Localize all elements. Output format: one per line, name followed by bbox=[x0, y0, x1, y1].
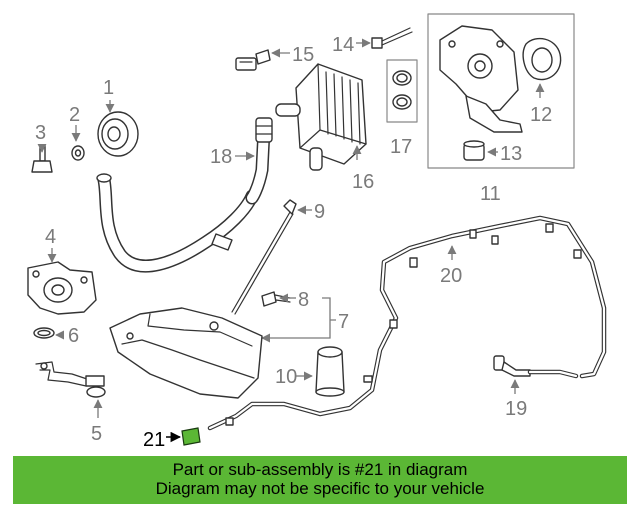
callout-14: 14 bbox=[332, 34, 354, 56]
callout-4: 4 bbox=[45, 226, 56, 248]
part-8-bolt[interactable] bbox=[261, 291, 291, 307]
callout-11: 11 bbox=[480, 183, 501, 205]
banner-line-2: Diagram may not be specific to your vehi… bbox=[155, 479, 485, 498]
part-1-pulley[interactable] bbox=[97, 111, 139, 157]
part-6-gasket[interactable] bbox=[33, 327, 55, 339]
exploded-parts-diagram: 1 2 3 4 6 5 bbox=[27, 13, 607, 451]
part-13-thermostat[interactable] bbox=[463, 140, 485, 161]
part-19-sensor[interactable] bbox=[493, 355, 579, 379]
part-14-bolt[interactable] bbox=[371, 27, 413, 49]
callout-21: 21 bbox=[143, 429, 165, 451]
callout-12: 12 bbox=[530, 104, 552, 126]
callout-15: 15 bbox=[292, 44, 314, 66]
callout-5: 5 bbox=[91, 423, 102, 445]
callout-10: 10 bbox=[275, 366, 297, 388]
callout-8: 8 bbox=[298, 289, 309, 311]
part-9-dipstick[interactable] bbox=[231, 199, 297, 315]
callout-17: 17 bbox=[390, 136, 412, 158]
part-21-highlighted[interactable] bbox=[181, 427, 201, 446]
part-2-washer[interactable] bbox=[71, 145, 85, 161]
coolant-hose[interactable] bbox=[96, 173, 259, 273]
part-5-pickup-tube[interactable] bbox=[35, 361, 106, 398]
info-banner: Part or sub-assembly is #21 in diagram D… bbox=[13, 456, 627, 504]
part-16-oil-cooler[interactable] bbox=[275, 63, 367, 171]
callout-19: 19 bbox=[505, 398, 527, 420]
callout-3: 3 bbox=[35, 122, 46, 144]
callout-20: 20 bbox=[440, 265, 462, 287]
part-12-seal[interactable] bbox=[522, 37, 562, 81]
part-18-hose[interactable] bbox=[211, 117, 273, 251]
part-15-sensor[interactable] bbox=[235, 49, 271, 71]
part-17-seals[interactable] bbox=[386, 59, 418, 123]
callout-7: 7 bbox=[338, 311, 349, 333]
callout-16: 16 bbox=[352, 171, 374, 193]
part-20-wiring-harness[interactable] bbox=[207, 215, 607, 431]
callout-9: 9 bbox=[314, 201, 325, 223]
part-4-oil-pump[interactable] bbox=[27, 261, 97, 315]
callout-2: 2 bbox=[69, 104, 80, 126]
banner-line-1: Part or sub-assembly is #21 in diagram bbox=[172, 460, 468, 479]
callout-1: 1 bbox=[103, 77, 114, 99]
oil-pan[interactable] bbox=[109, 307, 263, 399]
part-10-oil-filter[interactable] bbox=[315, 346, 345, 397]
part-11-thermostat-assembly[interactable] bbox=[427, 13, 575, 169]
callout-18: 18 bbox=[210, 146, 232, 168]
part-3-bolt[interactable] bbox=[31, 144, 53, 173]
callout-13: 13 bbox=[500, 143, 522, 165]
callout-6: 6 bbox=[68, 325, 79, 347]
